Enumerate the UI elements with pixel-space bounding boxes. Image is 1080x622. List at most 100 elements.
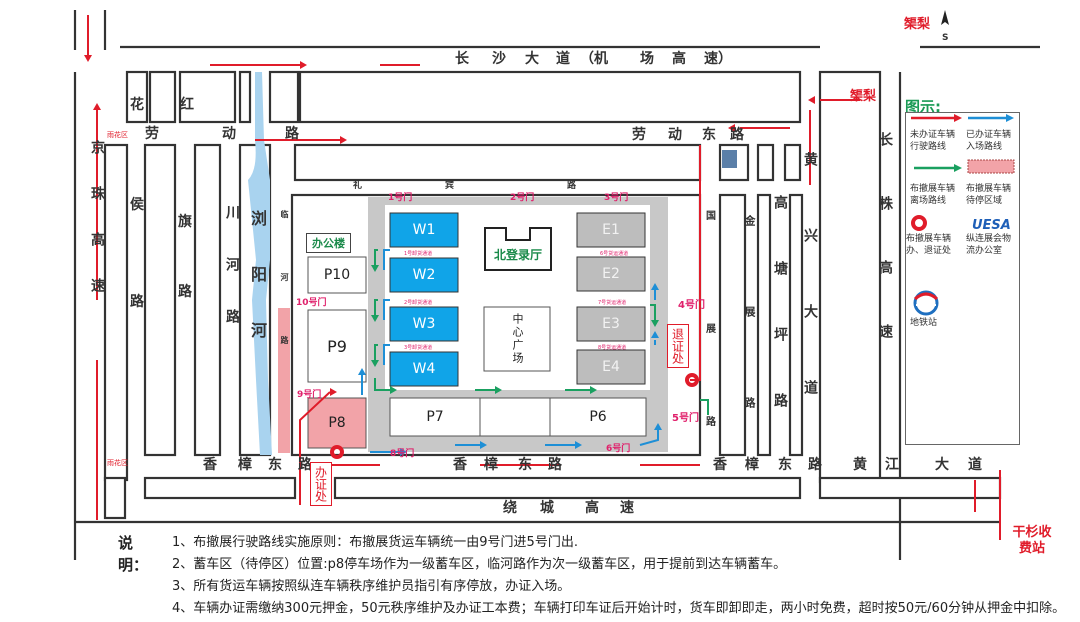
route-arrowhead <box>651 331 659 338</box>
route-arrowhead <box>651 283 659 290</box>
city-block <box>818 70 882 484</box>
gate-2: 2号门 <box>510 193 535 203</box>
liuyang-river <box>248 72 272 455</box>
road-char: 旗 <box>178 214 192 230</box>
road-char: 速 <box>620 500 634 516</box>
city-block <box>783 143 802 182</box>
route-arrowhead <box>400 448 407 456</box>
road-char: 黄 <box>853 457 867 473</box>
legend-title: 图示: <box>905 98 941 116</box>
city-block <box>788 193 804 457</box>
route-arrowhead <box>651 320 659 327</box>
road-char: 路 <box>298 457 312 473</box>
road-char: （机 <box>580 51 608 67</box>
route-arrowhead <box>358 368 366 375</box>
west-hall <box>389 306 459 342</box>
road-char: 香 <box>713 457 727 473</box>
jinzhan-road-label: 金展路 <box>743 215 756 488</box>
legend-icons: UESA <box>911 114 1015 316</box>
road-char: 速） <box>704 51 732 67</box>
road-char: 高 <box>672 51 686 67</box>
route-arrowhead <box>654 423 662 430</box>
west-hall <box>389 212 459 248</box>
route-arrowhead <box>300 61 307 69</box>
city-block <box>103 143 129 482</box>
legend-label: 已办证车辆入场路线 <box>966 130 1012 152</box>
channel-label: 3号卸货通道 <box>404 345 433 351</box>
route-arrowhead <box>390 386 397 394</box>
green-route <box>374 299 378 315</box>
road-char: 东 <box>268 457 282 473</box>
route-arrowhead <box>590 386 597 394</box>
road-char: 场 <box>640 51 654 67</box>
west-hall <box>389 257 459 293</box>
east-hall <box>576 349 646 385</box>
return-office: 退证处 <box>667 324 689 368</box>
green-route <box>374 378 390 391</box>
city-block <box>268 70 300 124</box>
road-char: 高 <box>585 500 599 516</box>
toll-station-label: 干杉收费站 <box>1012 525 1052 556</box>
parking-p7: P7 <box>426 409 444 425</box>
city-block <box>238 70 252 124</box>
parking-lot <box>389 397 647 437</box>
road-char: 路 <box>730 127 744 143</box>
liuyang-river-label: 浏阳河 <box>248 210 267 378</box>
gate-5: 5号门 <box>672 413 699 424</box>
gate-1: 1号门 <box>388 193 413 203</box>
center-plaza: 中心广场 <box>511 313 524 365</box>
road-char: 大 <box>525 51 539 67</box>
legend-label: 布撤展车辆待停区域 <box>966 184 1012 206</box>
hall-e4: E4 <box>602 359 620 375</box>
parking-p8: P8 <box>328 415 346 431</box>
north-hall-outline <box>484 227 552 271</box>
uesa-logo-icon: UESA <box>972 218 1011 233</box>
road-char: 江 <box>885 457 899 473</box>
route-arrowhead <box>84 55 92 62</box>
road-char: 东 <box>778 457 792 473</box>
road-char: 国 <box>706 211 716 222</box>
legend-label: 纵连展会物流办公室 <box>966 234 1012 256</box>
office-building: 办公楼 <box>306 233 351 253</box>
city-block <box>103 476 127 520</box>
road-char: 绕 <box>503 500 517 516</box>
jingzhu-highway-label: 京珠高速 <box>89 140 105 324</box>
road-char: 展 <box>706 324 716 335</box>
linhe-staging-area <box>278 308 290 453</box>
red-ring-icon <box>911 215 927 231</box>
east-hall <box>576 256 646 292</box>
parking-p9: P9 <box>327 336 347 356</box>
note-item: 1、布撤展行驶路线实施原则：布撤展货运车辆统一由9号门进5号门出. <box>172 535 578 550</box>
green-arrow-icon <box>914 164 962 172</box>
road-char: 香 <box>203 457 217 473</box>
route-arrowhead <box>330 388 337 396</box>
road-char: 路 <box>567 181 577 191</box>
city-block <box>298 70 802 124</box>
route-arrowhead <box>808 96 815 104</box>
gate-4: 4号门 <box>678 300 705 311</box>
notes-heading: 说明： <box>118 534 149 574</box>
note-item: 2、蓄车区（待停区）位置:p8停车场作为一级蓄车区，临河路作为次一级蓄车区，用于… <box>172 557 787 572</box>
road-char: 樟 <box>238 457 252 473</box>
road-char: 道 <box>556 51 570 67</box>
city-block <box>333 476 802 500</box>
east-hall <box>576 306 646 342</box>
road-char: 劳 <box>632 127 646 143</box>
hall-e2: E2 <box>602 266 620 282</box>
road-char: 香 <box>453 457 467 473</box>
channel-label: 1号卸货通道 <box>404 251 433 257</box>
channel-label: 8号货运通道 <box>598 345 627 351</box>
note-item: 3、所有货运车辆按照纵连车辆秩序维护员指引有序停放，办证入场。 <box>172 579 571 594</box>
huangxing-avenue-label: 黄兴大道 <box>802 152 818 456</box>
place-label: 榘梨 <box>850 89 877 104</box>
changzhu-highway-label: 长株高速 <box>877 132 893 388</box>
legend-label: 布撤展车辆办、退证处 <box>906 234 952 256</box>
hall-w1: W1 <box>412 222 436 238</box>
road-char: 路 <box>178 284 192 300</box>
channel-label: 6号货运通道 <box>600 251 629 257</box>
road-char: 路 <box>130 294 144 310</box>
road-char: 大 <box>935 457 949 473</box>
city-block <box>178 70 237 124</box>
city-block <box>148 70 177 124</box>
